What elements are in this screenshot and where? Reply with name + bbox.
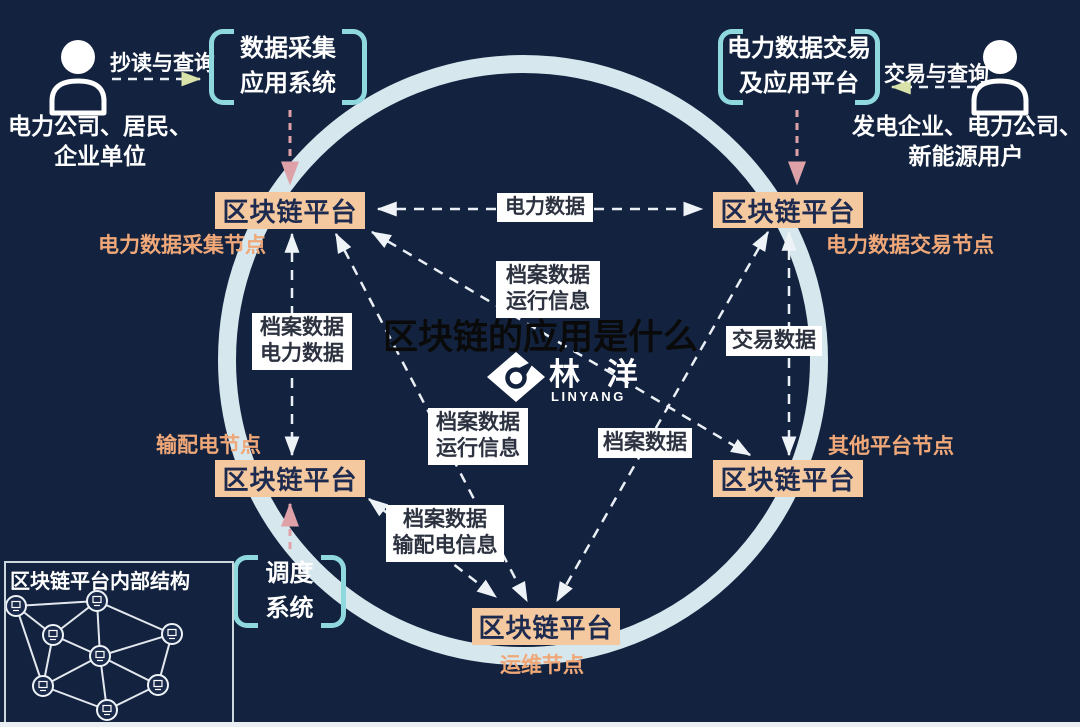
internal-network-graph [5, 590, 183, 721]
caption-operation-node: 运维节点 [500, 654, 584, 677]
label-archive-transmission: 档案数据 输配电信息 [386, 505, 504, 562]
actor-links [112, 71, 976, 95]
platform-node-collect: 区块链平台 [215, 192, 365, 229]
collection-system-box: 数据采集 应用系统 [209, 29, 367, 105]
platform-node-trade: 区块链平台 [713, 192, 863, 228]
label-trade-data: 交易数据 [726, 326, 822, 357]
trading-platform-box: 电力数据交易 及应用平台 [718, 29, 880, 105]
person-left-icon [49, 40, 107, 116]
platform-node-other: 区块链平台 [713, 460, 863, 497]
actor-left-label: 电力公司、居民、 企业单位 [8, 113, 192, 169]
caption-other-node: 其他平台节点 [828, 435, 954, 458]
label-power-data: 电力数据 [497, 193, 593, 223]
action-read-query-label: 抄读与查询 [110, 52, 215, 75]
platform-node-transmission: 区块链平台 [215, 460, 365, 497]
bottom-strip [0, 722, 1080, 727]
action-trade-query-label: 交易与查询 [884, 63, 989, 86]
caption-transmission-node: 输配电节点 [156, 434, 261, 457]
label-archive-data: 档案数据 [598, 428, 692, 459]
label-archive-power: 档案数据 电力数据 [252, 313, 352, 370]
label-archive-run-mid: 档案数据 运行信息 [428, 408, 528, 465]
graph-nodes [5, 590, 183, 721]
platform-node-operation: 区块链平台 [472, 608, 620, 645]
caption-trade-node: 电力数据交易节点 [826, 234, 994, 257]
logo-cn-text: 林 洋 [549, 357, 647, 392]
label-archive-run-top: 档案数据 运行信息 [496, 261, 600, 318]
blockchain-ring [218, 55, 828, 665]
linyang-logo-icon [487, 352, 545, 402]
internal-structure-title: 区块链平台内部结构 [10, 571, 190, 593]
caption-collect-node: 电力数据采集节点 [98, 234, 266, 257]
person-right-icon [971, 40, 1029, 116]
actor-right-label: 发电企业、电力公司、 新能源用户 [852, 113, 1080, 169]
dispatch-system-box: 调度 系统 [233, 555, 346, 628]
page-title: 区块链的应用是什么 [383, 318, 699, 357]
logo-en-text: LINYANG [551, 389, 626, 404]
